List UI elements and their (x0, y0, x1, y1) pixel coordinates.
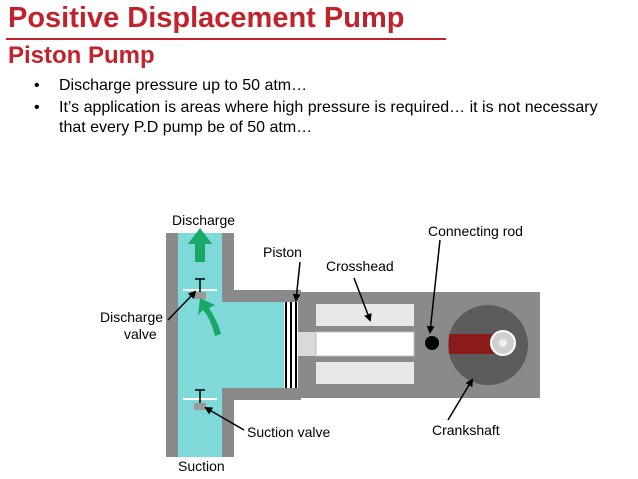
label-discharge-valve-line2: valve (124, 326, 157, 342)
slide-subtitle: Piston Pump (8, 42, 155, 69)
crosshead (315, 304, 415, 384)
label-suction: Suction (178, 458, 225, 474)
label-discharge: Discharge (172, 212, 235, 228)
discharge-flow-arrow (188, 228, 212, 262)
flow-arrows (188, 228, 221, 336)
title-underline (6, 38, 446, 40)
inlet-flow-arrow (198, 298, 221, 336)
bullet-list: Discharge pressure up to 50 atm… It’s ap… (24, 76, 624, 140)
bullet-item: It’s application is areas where high pre… (24, 98, 624, 138)
bullet-item: Discharge pressure up to 50 atm… (24, 76, 624, 96)
slide-title: Positive Displacement Pump (8, 2, 405, 34)
label-piston: Piston (263, 244, 302, 260)
discharge-valve (183, 278, 217, 299)
label-crankshaft: Crankshaft (432, 422, 500, 438)
label-discharge-valve-line1: Discharge (100, 309, 163, 325)
label-connecting-rod: Connecting rod (428, 223, 523, 239)
crankshaft (448, 305, 528, 385)
connecting-rod-pin (425, 336, 439, 350)
suction-valve (183, 389, 217, 410)
piston (284, 302, 316, 388)
label-crosshead: Crosshead (326, 258, 394, 274)
fluid-region (178, 233, 288, 457)
leader-lines (167, 239, 474, 431)
connecting-rod (449, 334, 501, 354)
label-suction-valve: Suction valve (247, 424, 330, 440)
